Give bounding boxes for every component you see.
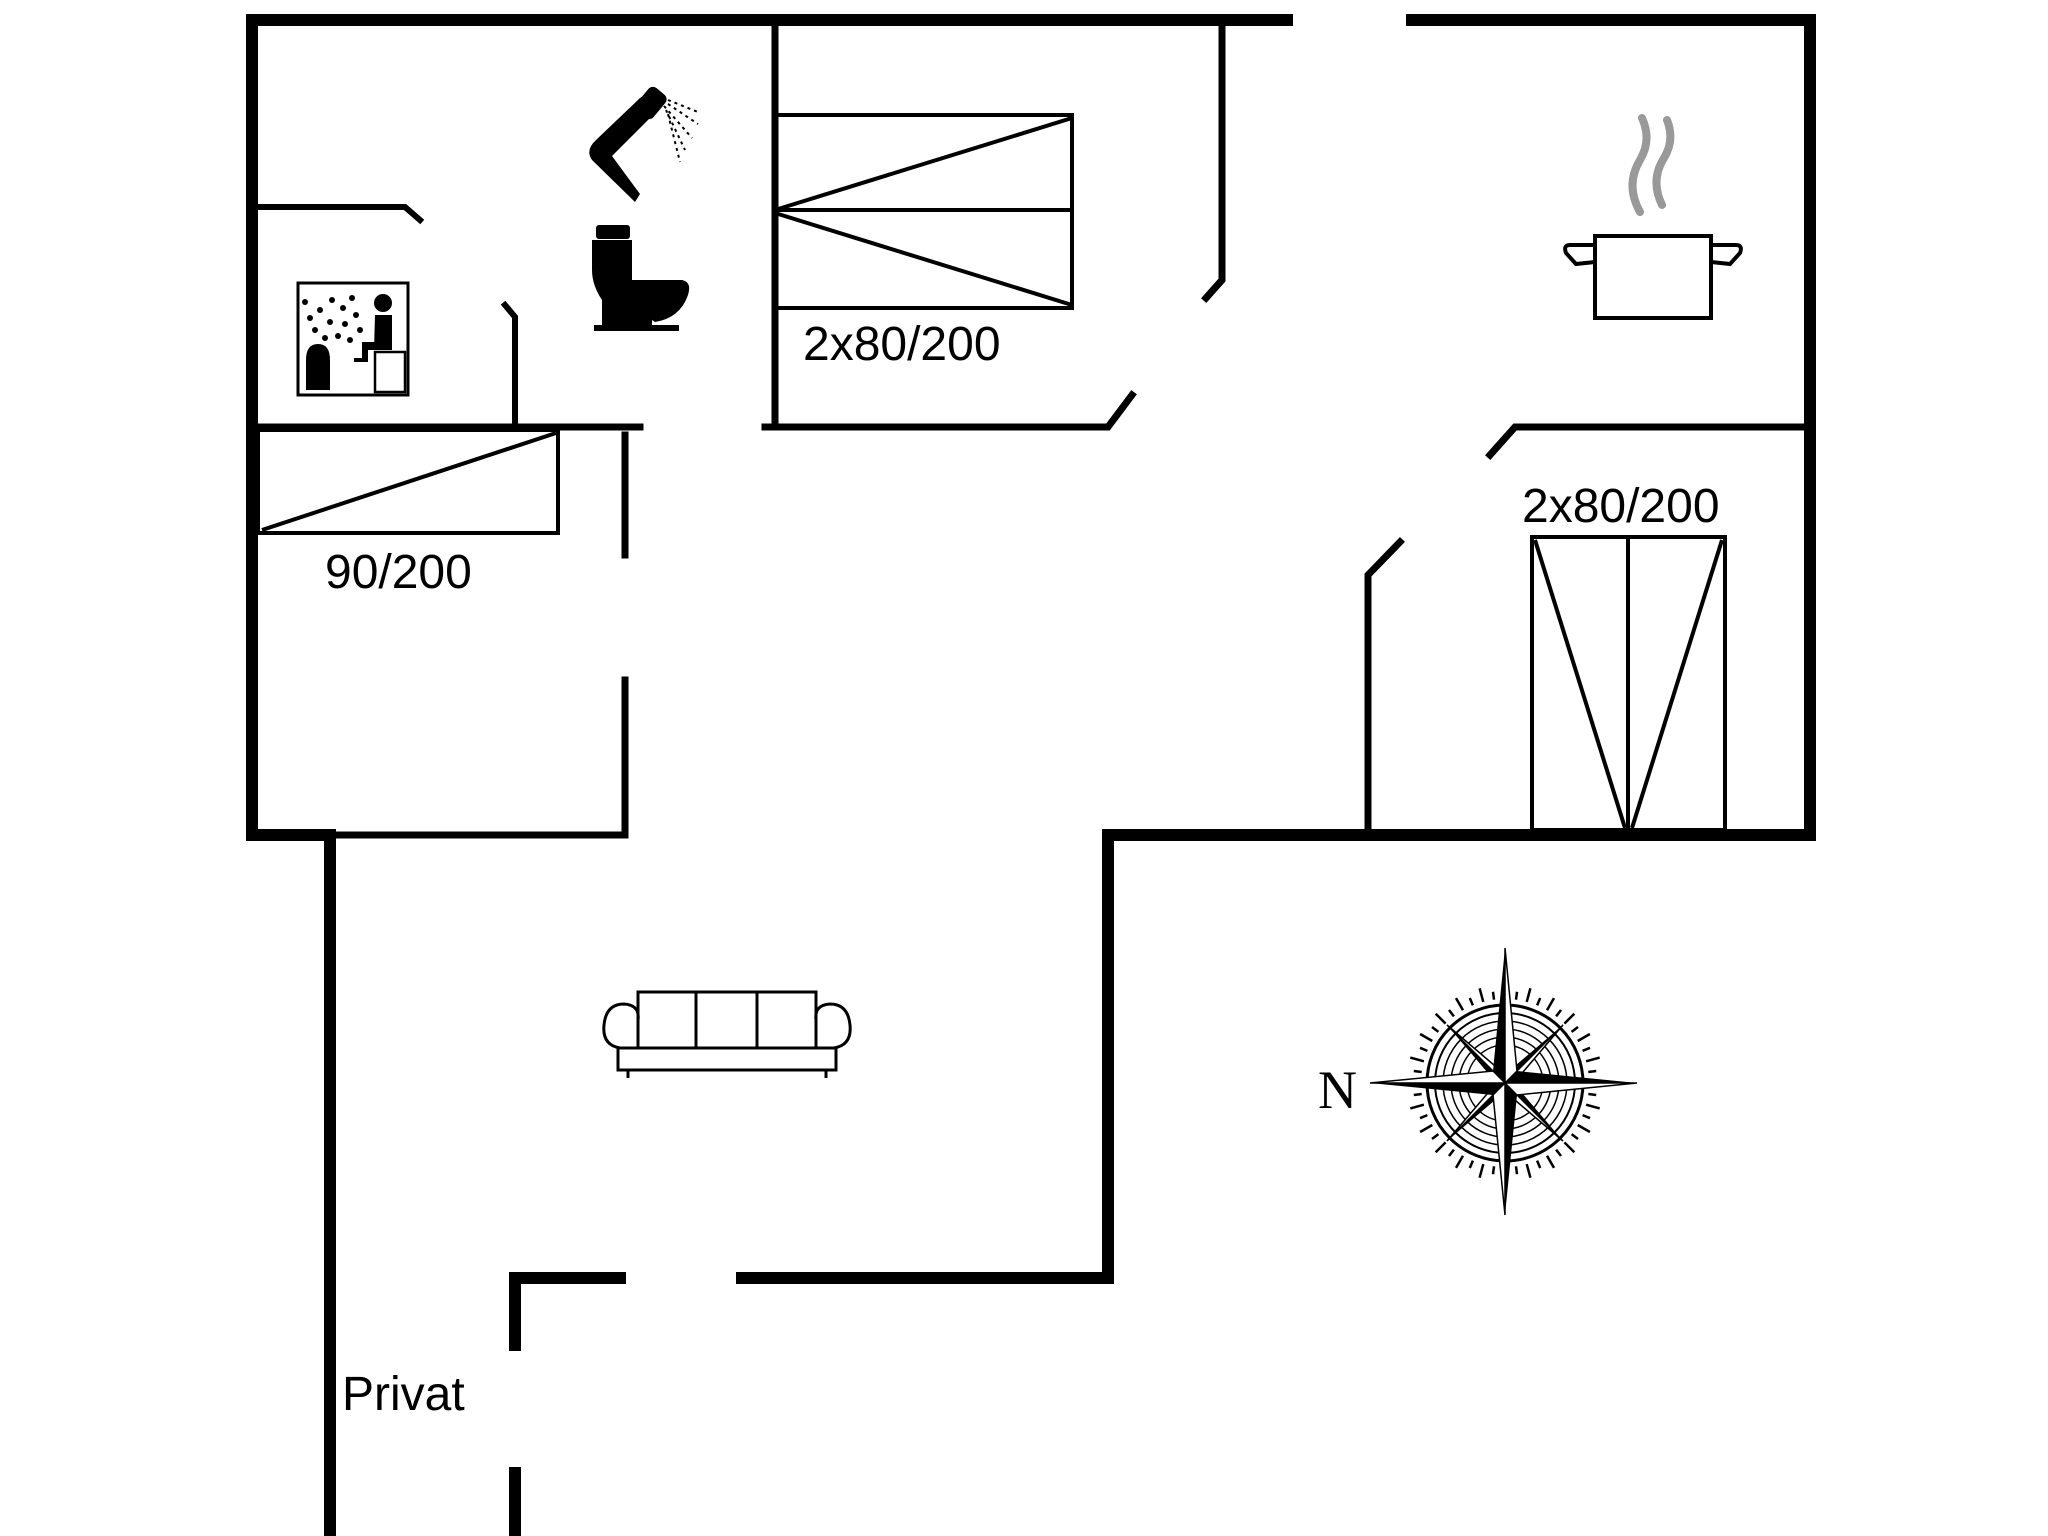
shower-icon: [589, 86, 699, 202]
privat-label: Privat: [342, 1368, 465, 1421]
wall-top-left: [246, 14, 1293, 841]
wall-bedroom-right-left: [1364, 537, 1405, 834]
wall-bedroom-top-right: [1201, 22, 1226, 303]
outer-walls: [246, 14, 1816, 1536]
wall-top-right: [736, 14, 1816, 1284]
wall-bedroom-top-bottom: [761, 390, 1137, 431]
wall-sauna-top: [255, 204, 425, 225]
sofa-icon: [602, 990, 852, 1078]
north-label: N: [1318, 1060, 1357, 1120]
bed-left-size-label: 90/200: [325, 546, 472, 599]
bed-left-single: [256, 428, 560, 535]
bed-right-size-label: 2x80/200: [1522, 480, 1720, 533]
wall-entrance-left: [509, 1272, 626, 1351]
toilet-icon: [592, 225, 690, 331]
sauna-icon: [296, 281, 410, 397]
compass-rose-icon: [1369, 947, 1638, 1216]
wall-bedroom-left-lower: [326, 676, 629, 839]
wall-sauna-right: [500, 300, 518, 430]
wall-kitchen-bedroom: [1485, 423, 1808, 460]
bed-top-size-label: 2x80/200: [803, 318, 1001, 371]
bed-top-double: [773, 113, 1074, 310]
interior-walls: [254, 22, 1808, 1284]
cooking-pot-icon: [1563, 114, 1743, 320]
bed-right-double: [1530, 535, 1727, 832]
